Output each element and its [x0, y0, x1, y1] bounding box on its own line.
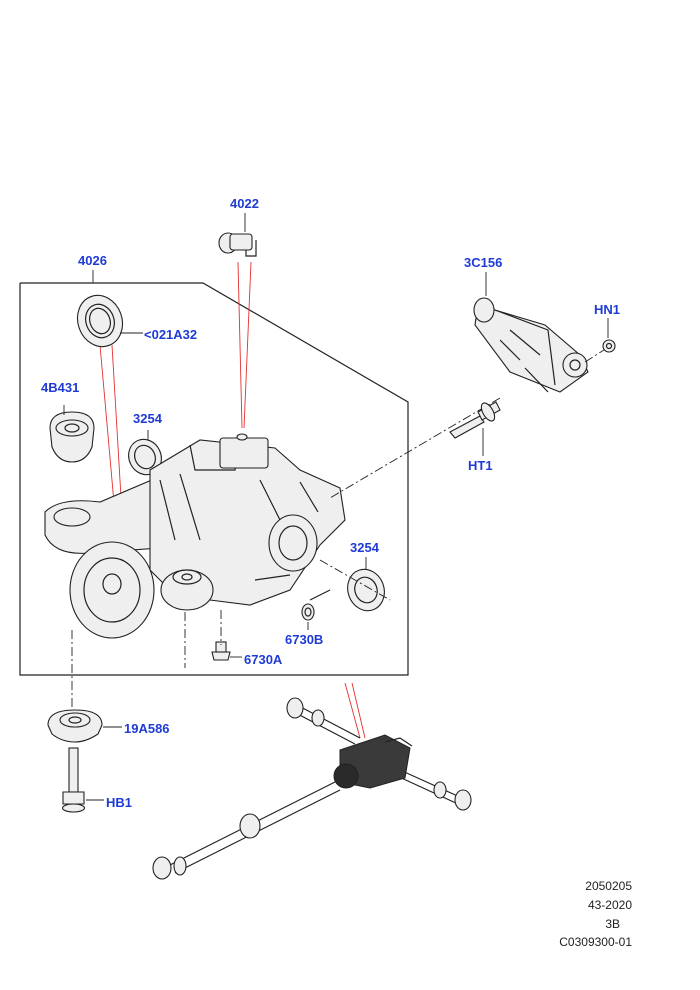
red-leader-location-a: [344, 682, 361, 739]
diagram-reference-1: 2050205: [585, 879, 632, 893]
callout-021a32[interactable]: <021A32: [144, 327, 198, 342]
bolt-icon: [61, 747, 86, 813]
callout-6730b[interactable]: 6730B: [285, 632, 324, 647]
callout-4022[interactable]: 4022: [230, 196, 259, 211]
diagram-reference-2: 43-2020: [587, 898, 632, 912]
red-leader-4022-a: [237, 261, 243, 429]
callout-3254-left[interactable]: 3254: [133, 411, 162, 426]
actuator-motor-icon: [473, 297, 589, 393]
rear-differential-icon: [44, 433, 346, 639]
callout-3254-right[interactable]: 3254: [350, 540, 379, 555]
drain-plug-icon: [301, 603, 315, 621]
axle-seal-right-icon: [347, 568, 385, 612]
callout-hn1[interactable]: HN1: [594, 302, 621, 317]
centerline-right-seal: [319, 559, 391, 601]
breather-vent-icon: [218, 232, 257, 257]
diagram-reference-3: 3B: [605, 917, 620, 931]
centerline-input-shaft: [329, 397, 501, 499]
axle-seal-left-icon: [128, 438, 162, 476]
nut-icon: [602, 339, 616, 353]
red-leader-4022-b: [243, 261, 252, 429]
oil-seal-icon: [76, 294, 124, 348]
callout-ht1[interactable]: HT1: [468, 458, 493, 473]
fill-plug-icon: [211, 641, 231, 661]
callout-4b431[interactable]: 4B431: [41, 380, 80, 395]
centerline-hn1: [584, 349, 605, 363]
callout-4026[interactable]: 4026: [78, 253, 107, 268]
callout-19a586[interactable]: 19A586: [124, 721, 170, 736]
diagram-reference-4: C0309300-01: [559, 935, 632, 949]
group-frame: [19, 282, 409, 676]
driveline-assembly-icon: [152, 697, 472, 880]
callout-hb1[interactable]: HB1: [106, 795, 133, 810]
lower-bush-icon: [47, 709, 103, 743]
callout-3c156[interactable]: 3C156: [464, 255, 503, 270]
mounting-bush-icon: [49, 405, 95, 463]
stud-bolt-icon: [449, 401, 501, 439]
callout-6730a[interactable]: 6730A: [244, 652, 283, 667]
red-leader-location-b: [351, 682, 366, 739]
